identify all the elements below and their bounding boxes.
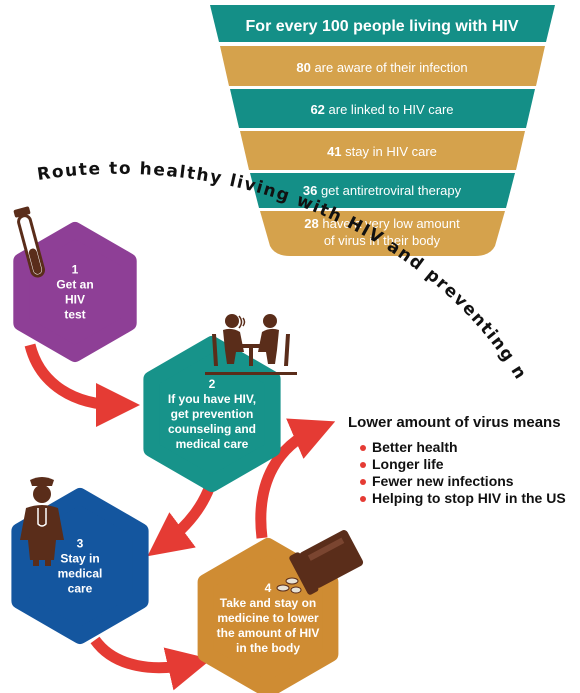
step-1-label: test <box>64 308 85 322</box>
funnel-row-36-label: 36 get antiretroviral therapy <box>303 183 462 198</box>
benefit-item: Better health <box>360 439 578 456</box>
benefit-item: Helping to stop HIV in the US <box>360 490 578 507</box>
step-3-label: care <box>68 582 93 596</box>
arrow-step4-to-benefits <box>255 418 336 539</box>
funnel-row-36 <box>250 173 515 208</box>
counseling-icon <box>205 314 297 375</box>
arrow-step1-to-step2 <box>24 343 140 427</box>
benefit-item: Fewer new infections <box>360 473 578 490</box>
step-4-label: in the body <box>236 641 300 655</box>
step-2-label: counseling and <box>168 422 256 436</box>
funnel-title: For every 100 people living with HIV <box>246 18 519 35</box>
arrow-step3-to-step4 <box>90 636 212 691</box>
benefit-item: Longer life <box>360 456 578 473</box>
step-1-hexagon <box>13 222 137 362</box>
funnel: For every 100 people living with HIV 80 … <box>210 5 555 256</box>
step-2-label: get prevention <box>171 407 254 421</box>
step-2-label: medical care <box>176 437 249 451</box>
funnel-row-28-label: 28 have a very low amount <box>304 216 460 231</box>
step-2-number: 2 <box>209 377 216 391</box>
benefits-title: Lower amount of virus means <box>348 414 561 431</box>
step-4-label: Take and stay on <box>220 596 316 610</box>
funnel-title-band <box>210 5 555 42</box>
funnel-row-41 <box>240 131 525 170</box>
funnel-row-80-label: 80 are aware of their infection <box>296 60 467 75</box>
pill-bottle-icon <box>276 530 364 595</box>
flow-arrows <box>24 343 336 691</box>
step-2: 2If you have HIV,get preventioncounselin… <box>143 336 281 492</box>
step-1-label: Get an <box>56 278 93 292</box>
step-3-number: 3 <box>77 537 84 551</box>
step-2-hexagon <box>143 336 281 492</box>
benefits-panel: Lower amount of virus means Better healt… <box>348 414 578 507</box>
doctor-icon <box>20 477 64 566</box>
benefits-list: Better health Longer life Fewer new infe… <box>348 439 578 507</box>
step-4-number: 4 <box>265 581 272 595</box>
step-1-number: 1 <box>72 263 79 277</box>
test-tube-icon <box>13 206 46 278</box>
step-4-label: medicine to lower <box>217 611 319 625</box>
funnel-row-80 <box>220 46 545 86</box>
step-2-label: If you have HIV, <box>168 392 256 406</box>
step-3-label: medical <box>58 567 103 581</box>
step-1-label: HIV <box>65 293 85 307</box>
funnel-row-28-label-2: of virus in their body <box>324 233 441 248</box>
funnel-row-28 <box>260 211 505 256</box>
funnel-row-41-label: 41 stay in HIV care <box>327 144 437 159</box>
step-3-label: Stay in <box>60 552 99 566</box>
funnel-row-62 <box>230 89 535 128</box>
funnel-row-62-label: 62 are linked to HIV care <box>310 102 453 117</box>
step-4-label: the amount of HIV <box>217 626 320 640</box>
